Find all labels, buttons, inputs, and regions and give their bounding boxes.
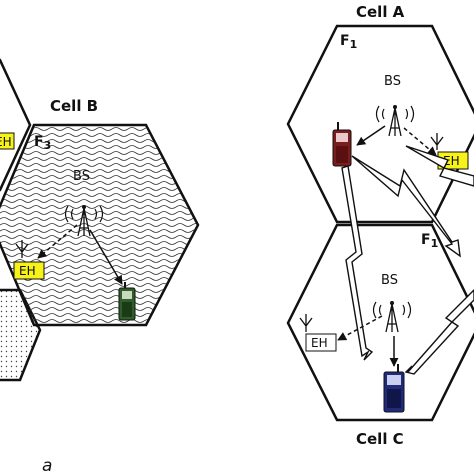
cell-b-freq: F3 [34,134,51,152]
phone-icon-cell-a [332,122,352,167]
interference-bolt-into-c [404,289,474,375]
cell-c-freq: F1 [421,232,438,250]
hexagon-cell-partial-left [0,58,32,192]
cell-b-label: Cell B [50,97,98,115]
cell-b-freq-main: F [34,134,44,150]
phone-icon-cell-b [118,282,136,321]
cell-c-freq-sub: 1 [431,237,439,250]
data-link-cell-a [356,125,386,146]
data-link-cell-b [89,229,123,285]
hexagon-cell-c [286,223,474,422]
interference-bolt-a-to-c [351,155,461,258]
eh-box-cell-b [13,261,45,280]
cell-b-freq-sub: 3 [44,139,52,152]
harvester-antenna-cell-c [299,314,313,332]
cell-a-label: Cell A [356,3,405,21]
bs-label-cell-b: BS [73,169,90,184]
energy-link-cell-b [37,224,78,259]
base-station-cell-c [372,301,412,333]
harvester-antenna-cell-a [430,133,444,150]
eh-box-left-edge [0,132,15,150]
cell-a-freq-sub: 1 [350,38,358,51]
base-station-cell-b [64,205,104,237]
interference-bolt-a-down [341,165,374,361]
energy-link-cell-c [337,315,383,341]
eh-label-cell-a: EH [443,154,460,168]
cell-a-freq-main: F [340,33,350,49]
eh-label-cell-b: EH [19,264,36,278]
harvester-antenna-cell-b [15,240,29,258]
cell-c-freq-main: F [421,232,431,248]
phone-icon-cell-c [383,364,405,413]
hexagon-cell-a [286,24,474,224]
panel-label: a [42,456,52,474]
interference-bolt-right [405,145,474,187]
hexagon-cell-b [0,123,200,327]
cell-c-label: Cell C [356,430,404,448]
cell-a-freq: F1 [340,33,357,51]
bs-label-cell-a: BS [384,74,401,89]
bs-label-cell-c: BS [381,273,398,288]
eh-label-left-edge: EH [0,135,12,149]
eh-box-cell-c [305,333,337,352]
base-station-cell-a [375,105,415,137]
eh-label-cell-c: EH [311,336,328,350]
